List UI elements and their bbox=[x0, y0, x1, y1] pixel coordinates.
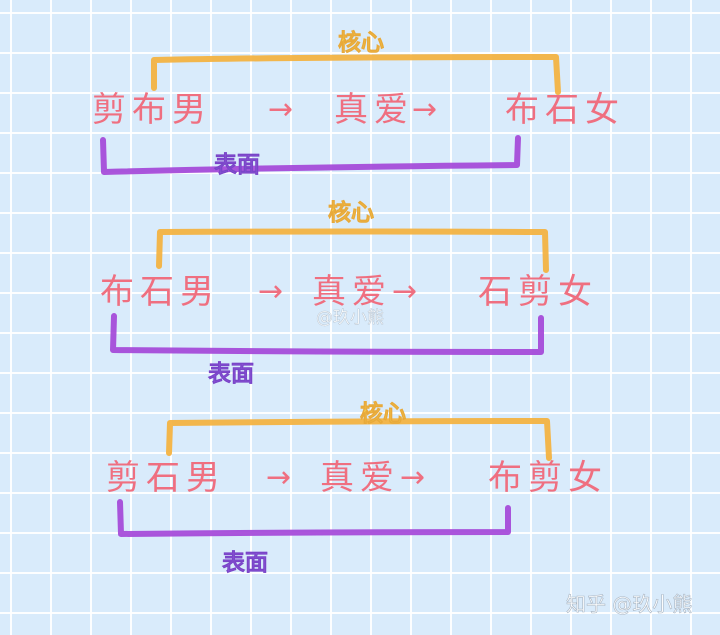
arrow-2a: → bbox=[258, 274, 283, 309]
surface-bracket-3 bbox=[117, 499, 511, 537]
core-bracket-2 bbox=[156, 228, 549, 273]
left-word-2: 布石男 bbox=[100, 272, 220, 312]
watermark-corner: 知乎 @玖小熊 bbox=[566, 592, 692, 616]
diagram-3: 核心 剪石男 → 真爱 → 布剪女 表面 bbox=[106, 400, 608, 577]
left-word-3: 剪石男 bbox=[106, 458, 226, 498]
core-bracket-3 bbox=[166, 418, 552, 461]
arrow-3a: → bbox=[266, 460, 291, 495]
diagram-1: 核心 剪布男 → 真爱 → 布石女 表面 bbox=[92, 29, 625, 179]
arrow-1b: → bbox=[412, 92, 437, 127]
diagram-2: 核心 布石男 → 真爱 → 石剪女 表面 @玖小熊 bbox=[100, 199, 598, 388]
core-label-2: 核心 bbox=[328, 199, 374, 226]
arrow-2b: → bbox=[392, 274, 417, 309]
watermark-center: @玖小熊 bbox=[316, 308, 384, 328]
middle-word-1: 真爱 bbox=[334, 90, 414, 130]
surface-bracket-1 bbox=[100, 135, 521, 175]
core-label-1: 核心 bbox=[338, 29, 384, 56]
surface-label-3: 表面 bbox=[222, 550, 268, 576]
surface-label-1: 表面 bbox=[214, 152, 260, 178]
middle-word-3: 真爱 bbox=[320, 458, 400, 498]
right-word-1: 布石女 bbox=[505, 90, 625, 130]
arrow-3b: → bbox=[400, 460, 425, 495]
right-word-3: 布剪女 bbox=[488, 458, 608, 498]
surface-label-2: 表面 bbox=[208, 361, 254, 387]
arrow-1a: → bbox=[268, 92, 293, 127]
left-word-1: 剪布男 bbox=[92, 90, 212, 130]
core-label-3: 核心 bbox=[360, 400, 406, 427]
core-bracket-1 bbox=[151, 54, 561, 95]
right-word-2: 石剪女 bbox=[478, 272, 598, 312]
surface-bracket-2 bbox=[110, 313, 544, 355]
middle-word-2: 真爱 bbox=[312, 272, 392, 312]
